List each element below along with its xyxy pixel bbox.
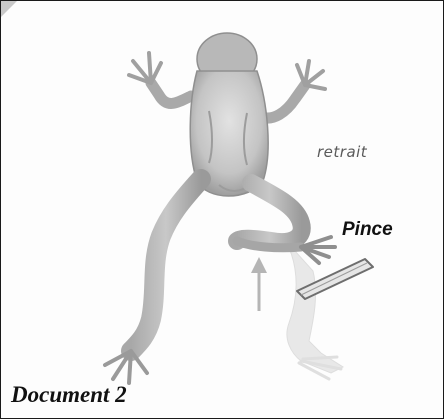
frog-left-hind-leg [105,179,201,383]
frog-left-arm [129,53,191,103]
frog-right-hind-leg [237,183,335,263]
tweezers-label: Pince [342,219,393,241]
document-caption: Document 2 [11,382,127,408]
ghost-leg-previous-position [286,241,343,379]
withdrawal-label: retrait [317,143,367,161]
frog-right-arm [259,61,325,118]
withdrawal-arrow [251,257,267,311]
